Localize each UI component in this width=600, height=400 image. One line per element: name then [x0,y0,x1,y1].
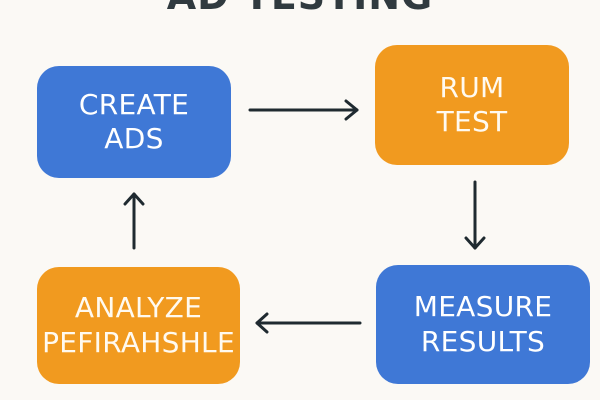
step-measure-results-label: MEASURE RESULTS [413,290,553,358]
step-run-test: RUM TEST [375,45,569,165]
arrow-analyze-to-create [123,192,145,250]
arrow-create-to-run [248,99,359,121]
step-analyze-performance-label: ANALYZE PEFIRAHSHLE [42,291,235,359]
step-create-ads-label: CREATE ADS [78,87,190,155]
arrow-run-to-measure [464,180,486,250]
diagram-title: AD TESTING [0,0,600,18]
step-measure-results: MEASURE RESULTS [376,265,590,384]
step-run-test-label: RUM TEST [436,70,508,138]
arrow-measure-to-analyze [255,312,362,334]
step-analyze-performance: ANALYZE PEFIRAHSHLE [37,267,240,384]
step-create-ads: CREATE ADS [37,66,231,178]
